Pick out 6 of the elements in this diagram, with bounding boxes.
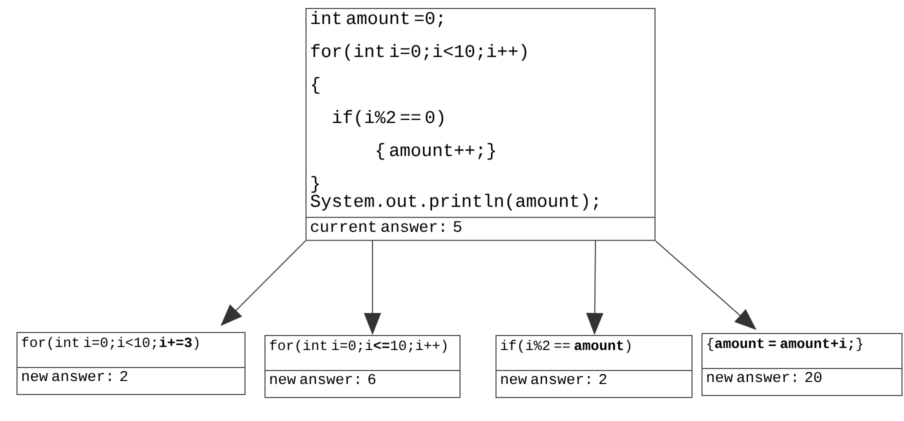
code-box: for(int i=0;i<10;i+=3) new answer: 2 [16,332,246,395]
code-box: {amount = amount+i;} new answer: 20 [702,333,902,396]
code-box: for(int i=0;i<=10;i++) new answer: 6 [264,335,460,398]
code-box: if(i%2 == amount) new answer: 2 [496,335,692,398]
code-box: int amount =0; for(int i=0;i<10;i++) { if(i%2 == 0) { amount++;} } System.out.println(amount); current answer: 5 [306,8,656,241]
arrow [220,240,306,326]
